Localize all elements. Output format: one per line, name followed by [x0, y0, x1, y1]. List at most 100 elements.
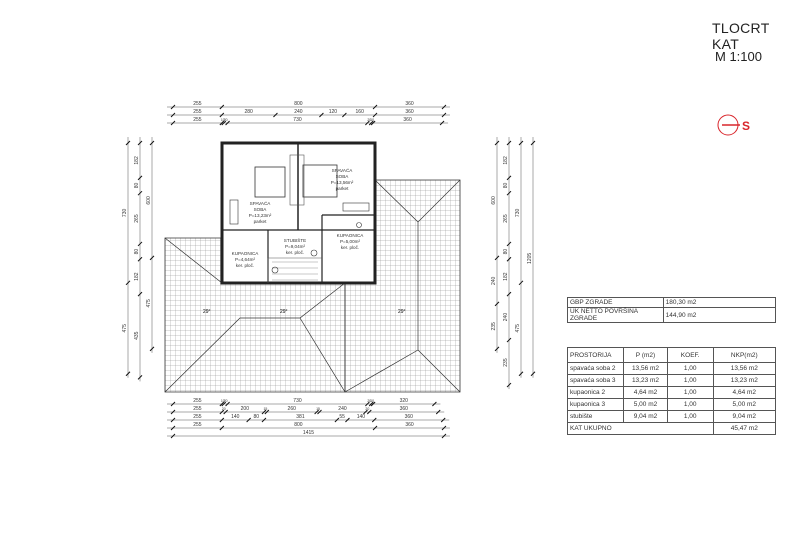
- room-name: KUPAONICA: [232, 251, 260, 256]
- dimension-tick: [518, 371, 524, 377]
- dimension-label: 265: [134, 214, 140, 223]
- dimension-tick: [441, 433, 447, 439]
- dimension-tick: [170, 433, 176, 439]
- dimension-tick: [365, 401, 370, 407]
- dimension-label: 475: [515, 324, 521, 333]
- dimension-tick: [440, 417, 446, 423]
- dimension-tick: [439, 120, 445, 126]
- dimension-label: 360: [405, 109, 414, 115]
- dimension-label: 235: [491, 322, 497, 331]
- dimension-label: 20: [367, 399, 371, 403]
- table-cell: 4,64 m2: [623, 386, 668, 399]
- table-cell: 13,23 m2: [712, 374, 777, 387]
- dimension-label: 80: [503, 249, 509, 255]
- table-cell: 13,56 m2: [623, 362, 668, 375]
- dimension-tick: [494, 301, 500, 307]
- dimension-tick: [149, 140, 155, 146]
- room-name: SPAVAĆA: [332, 167, 354, 173]
- dimension-tick: [221, 120, 227, 126]
- dimension-label: 10: [221, 399, 225, 403]
- room-name: SOBA: [254, 207, 268, 212]
- dimension-tick: [170, 425, 176, 431]
- table-cell: 13,23 m2: [623, 374, 668, 387]
- dimension-tick: [518, 140, 524, 146]
- room-floor: parket: [336, 186, 349, 191]
- column-header: NKP(m2): [712, 347, 777, 363]
- dimension-label: 240: [338, 406, 347, 412]
- dimension-tick: [372, 104, 378, 110]
- room-area: P=13,23m²: [249, 213, 272, 218]
- dimension-label: 182: [134, 272, 140, 281]
- dimension-label: 255: [193, 109, 202, 115]
- dimension-label: 435: [134, 331, 140, 340]
- dimension-tick: [137, 140, 143, 146]
- dimension-tick: [441, 112, 447, 118]
- dimension-tick: [170, 104, 176, 110]
- dimension-tick: [530, 371, 536, 377]
- dimension-tick: [506, 175, 512, 181]
- dimension-label: 381: [296, 414, 305, 420]
- table-cell: kupaonica 3: [566, 398, 625, 411]
- dimension-tick: [137, 291, 143, 297]
- dimension-label: 255: [193, 101, 202, 107]
- dimension-tick: [370, 120, 376, 126]
- dimension-tick: [219, 401, 225, 407]
- dimension-tick: [170, 120, 176, 126]
- dimension-label: 235: [503, 358, 509, 367]
- dimension-label: 360: [405, 414, 414, 420]
- dimension-label: 182: [503, 272, 509, 281]
- dimension-tick: [261, 417, 267, 423]
- dimension-tick: [435, 409, 441, 415]
- bed-icon: [254, 166, 286, 198]
- summary-label: GBP ZGRADE: [567, 297, 664, 308]
- dimension-tick: [494, 140, 500, 146]
- dimension-label: 182: [134, 156, 140, 165]
- dimension-tick: [441, 104, 447, 110]
- dimension-tick: [368, 401, 374, 407]
- dimension-label: 360: [400, 406, 409, 412]
- table-cell: 1,00: [666, 398, 714, 411]
- room-area: P=5,00m²: [340, 239, 361, 244]
- dimension-label: 265: [503, 214, 509, 223]
- north-arrow-icon: S: [717, 114, 750, 136]
- dimension-label: 280: [244, 109, 253, 115]
- dimension-label: 200: [241, 406, 250, 412]
- dimension-label: 10: [221, 118, 225, 122]
- table-cell: spavaća soba 3: [566, 374, 625, 387]
- room-floor: ker. ploč.: [286, 250, 304, 255]
- dimension-label: 15: [316, 407, 320, 411]
- table-cell: 9,04 m2: [712, 410, 777, 423]
- dimension-tick: [170, 417, 176, 423]
- dimension-label: 800: [294, 101, 303, 107]
- dimension-tick: [219, 120, 225, 126]
- dimension-label: 730: [122, 209, 128, 218]
- dimension-label: 160: [356, 109, 365, 115]
- room-area: P=4,64m²: [235, 257, 256, 262]
- dimension-tick: [506, 241, 512, 247]
- roof-angle-label: 29°: [398, 309, 406, 315]
- dimension-tick: [506, 190, 512, 196]
- room-floor: ker. ploč.: [236, 263, 254, 268]
- dimension-label: 360: [405, 101, 414, 107]
- column-header: P (m2): [623, 347, 668, 363]
- dimension-tick: [432, 401, 437, 407]
- roof-angle-label: 29°: [203, 309, 211, 315]
- dimension-tick: [264, 409, 270, 415]
- dimension-tick: [170, 409, 176, 415]
- dimension-tick: [219, 409, 225, 415]
- dimension-tick: [314, 409, 319, 415]
- dimension-tick: [219, 104, 225, 110]
- dimension-label: 255: [193, 406, 202, 412]
- dimension-tick: [225, 120, 230, 126]
- dimension-tick: [371, 417, 377, 423]
- dimension-tick: [317, 409, 322, 415]
- dimension-label: 80: [254, 414, 260, 420]
- room-floor: ker. ploč.: [341, 245, 359, 250]
- table-cell: 1,00: [666, 362, 714, 375]
- dimension-tick: [506, 256, 512, 262]
- dimension-label: 15: [263, 407, 267, 411]
